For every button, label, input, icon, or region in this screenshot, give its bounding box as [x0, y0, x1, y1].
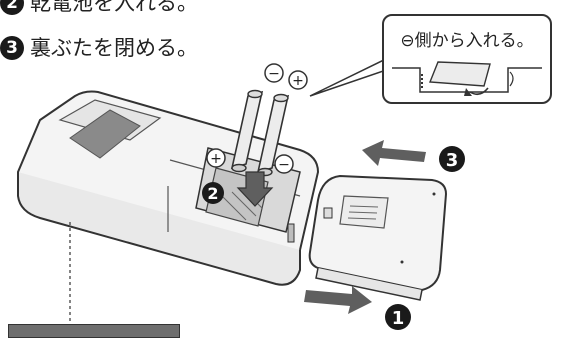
polarity-marks: − + + −: [206, 63, 308, 174]
remote-control-body: [16, 90, 320, 286]
diagram-step-1-badge: [385, 304, 411, 330]
step-3-instruction: 3 裏ぶたを閉める。: [0, 36, 198, 60]
callout-illustration: [392, 61, 542, 96]
lid-open-arrow: [304, 286, 372, 314]
step-2-instruction: 2 乾電池を入れる。: [0, 0, 198, 15]
step-3-badge: 3: [0, 36, 24, 60]
insert-down-arrow: [236, 171, 274, 207]
svg-text:+: +: [210, 151, 222, 167]
polarity-callout: ⊖側から入れる。: [382, 14, 552, 104]
diagram-step-2-badge: [202, 182, 224, 204]
step-2-badge: 2: [0, 0, 24, 15]
callout-text: ⊖側から入れる。: [400, 31, 534, 51]
diagram-step-3-number: 3: [446, 150, 459, 171]
diagram-step-1-number: 1: [392, 308, 405, 329]
diagram-step-2-number: 2: [207, 184, 218, 203]
step-3-text: 裏ぶたを閉める。: [30, 35, 198, 60]
diagram-step-3-badge: [439, 146, 465, 172]
svg-text:+: +: [292, 73, 304, 89]
svg-text:−: −: [278, 157, 290, 173]
batteries: [230, 89, 290, 177]
back-lid: [308, 174, 448, 301]
step-2-text: 乾電池を入れる。: [30, 0, 198, 15]
svg-text:−: −: [268, 66, 280, 82]
lid-close-arrow: [362, 140, 426, 166]
callout-pointer: [309, 55, 393, 97]
